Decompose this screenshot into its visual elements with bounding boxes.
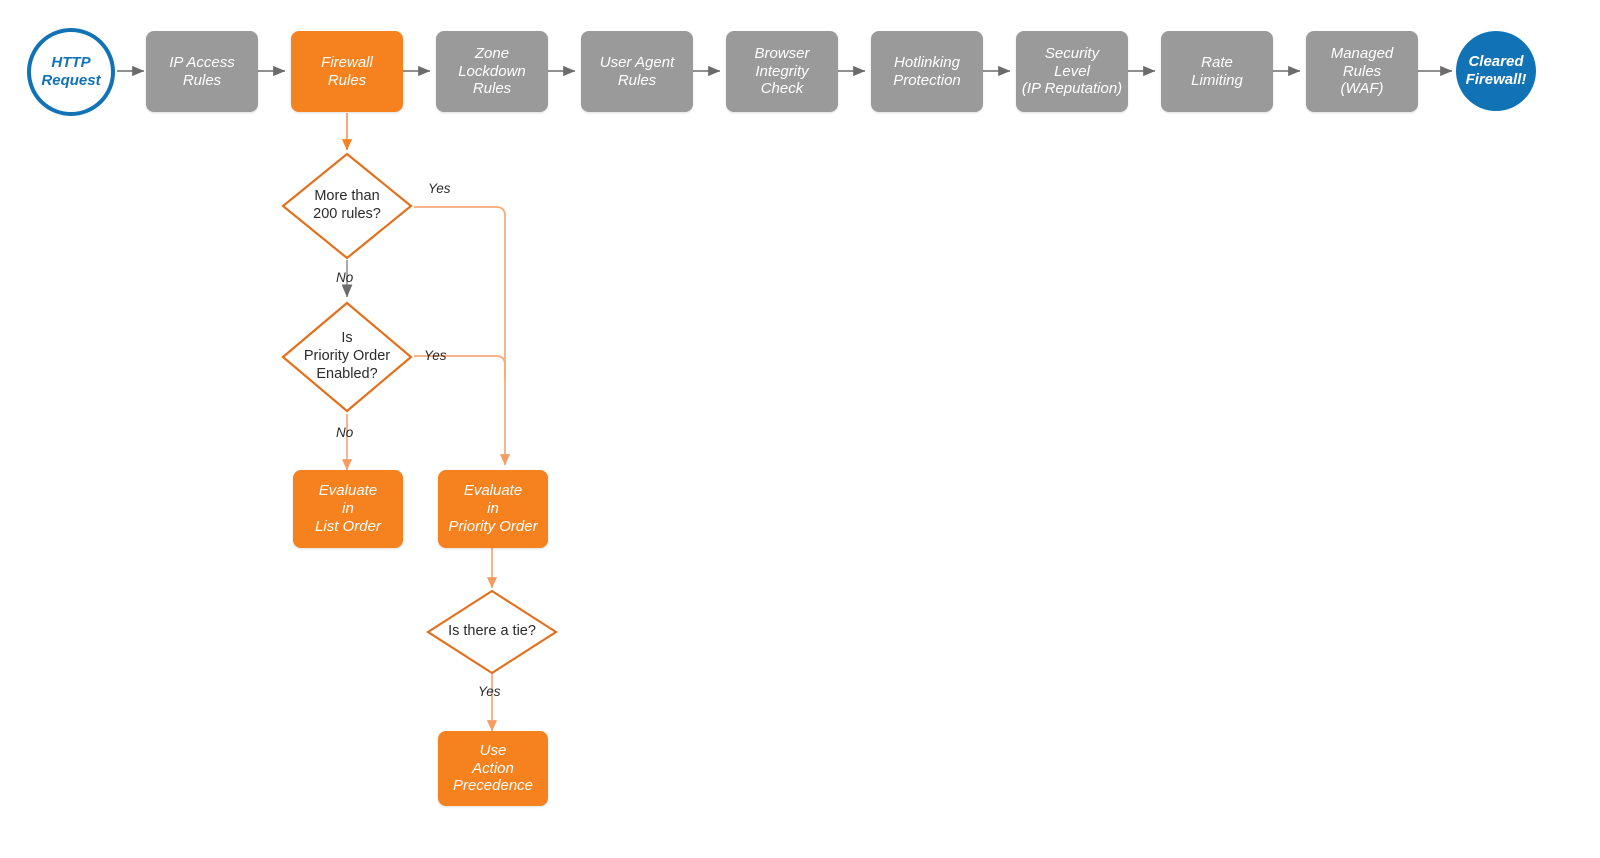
- stage-line: Zone: [474, 44, 510, 62]
- stage-line: Rules: [1342, 62, 1382, 80]
- decision-line: Is there a tie?: [448, 623, 536, 640]
- node-hotlinking-protection[interactable]: Hotlinking Protection: [871, 31, 983, 112]
- stage-line: Rules: [182, 71, 222, 89]
- node-zone-lockdown-rules[interactable]: Zone Lockdown Rules: [436, 31, 548, 112]
- stage-line: Rules: [327, 71, 367, 89]
- stage-line: Firewall: [321, 53, 373, 71]
- stage-line: Rate: [1201, 53, 1233, 71]
- stage-line: Security: [1044, 44, 1100, 62]
- node-cleared-firewall[interactable]: Cleared Firewall!: [1456, 31, 1536, 111]
- outcome-line: Use: [479, 741, 507, 759]
- node-evaluate-in-priority-order[interactable]: Evaluate in Priority Order: [438, 470, 548, 548]
- node-managed-rules-waf[interactable]: Managed Rules (WAF): [1306, 31, 1418, 112]
- outcome-line: in: [487, 500, 499, 518]
- outcome-line: Evaluate: [463, 482, 523, 500]
- stage-line: Check: [760, 80, 804, 98]
- stage-line: Browser: [754, 44, 810, 62]
- node-evaluate-in-list-order[interactable]: Evaluate in List Order: [293, 470, 403, 548]
- stage-line: Rules: [617, 71, 657, 89]
- outcome-line: in: [342, 500, 354, 518]
- outcome-line: List Order: [315, 517, 381, 535]
- edge-label-no-priority-enabled: No: [336, 425, 354, 440]
- decision-line: More than: [314, 188, 380, 205]
- edge-label-yes-tie: Yes: [478, 684, 501, 699]
- stage-line: IP Access: [169, 53, 235, 71]
- node-security-level[interactable]: Security Level (IP Reputation): [1016, 31, 1128, 112]
- outcome-line: Precedence: [452, 777, 534, 795]
- decision-is-there-a-tie[interactable]: Is there a tie?: [426, 589, 558, 675]
- stage-line: Managed: [1330, 44, 1394, 62]
- decision-priority-order-enabled[interactable]: Is Priority Order Enabled?: [281, 301, 413, 413]
- node-rate-limiting[interactable]: Rate Limiting: [1161, 31, 1273, 112]
- diamond-shape: [426, 589, 558, 675]
- node-http-request[interactable]: HTTP Request: [27, 28, 115, 116]
- cleared-firewall-line1: Cleared: [1468, 53, 1524, 71]
- edge-label-yes-priority-enabled: Yes: [424, 348, 447, 363]
- decision-line: Is: [341, 330, 353, 347]
- diamond-shape: [281, 301, 413, 413]
- decision-line: Priority Order: [303, 348, 391, 365]
- stage-line: User Agent: [599, 53, 675, 71]
- edge-label-yes-200-rules: Yes: [428, 181, 451, 196]
- outcome-line: Priority Order: [448, 517, 538, 535]
- node-firewall-rules[interactable]: Firewall Rules: [291, 31, 403, 112]
- stage-line: (IP Reputation): [1021, 80, 1123, 98]
- outcome-line: Action: [472, 759, 514, 777]
- stage-line: Level: [1054, 62, 1090, 80]
- decision-line: 200 rules?: [313, 206, 381, 222]
- cleared-firewall-line2: Firewall!: [1465, 71, 1527, 88]
- outcome-line: Evaluate: [318, 482, 378, 500]
- stage-line: Rules: [472, 80, 512, 98]
- stage-line: (WAF): [1340, 80, 1384, 98]
- stage-line: Integrity: [755, 62, 809, 80]
- stage-line: Hotlinking: [894, 53, 960, 71]
- node-browser-integrity-check[interactable]: Browser Integrity Check: [726, 31, 838, 112]
- stage-line: Protection: [893, 71, 961, 89]
- node-use-action-precedence[interactable]: Use Action Precedence: [438, 731, 548, 806]
- edge-label-no-200-rules: No: [336, 270, 354, 285]
- decision-line: Enabled?: [316, 365, 378, 382]
- stage-line: Limiting: [1191, 71, 1243, 89]
- diamond-shape: [281, 152, 413, 260]
- http-request-line1: HTTP: [51, 54, 91, 72]
- stage-line: Lockdown: [458, 62, 526, 80]
- decision-more-than-200-rules[interactable]: More than 200 rules?: [281, 152, 413, 260]
- node-ip-access-rules[interactable]: IP Access Rules: [146, 31, 258, 112]
- http-request-line2: Request: [41, 72, 101, 89]
- node-user-agent-rules[interactable]: User Agent Rules: [581, 31, 693, 112]
